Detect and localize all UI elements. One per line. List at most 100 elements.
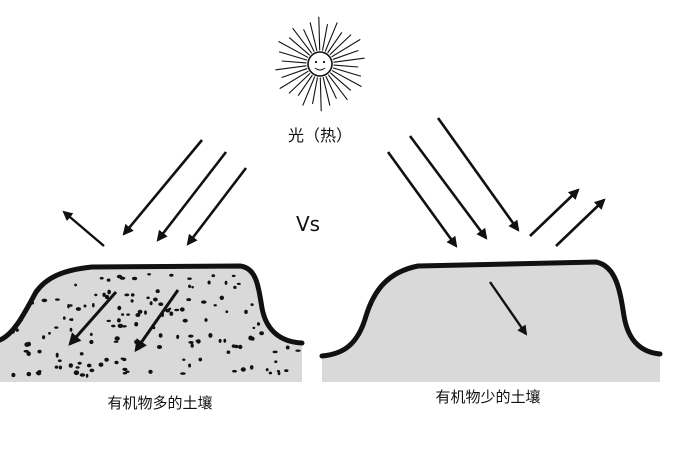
organic-dot [55,352,59,358]
organic-dot [137,309,143,314]
organic-dot [85,373,89,378]
organic-dot [238,344,243,350]
organic-dot [211,274,216,278]
organic-dot [26,371,32,377]
sun-ray [327,32,343,54]
organic-dot [117,323,124,328]
organic-dot [244,309,248,314]
sun-ray [275,65,307,71]
organic-dot [284,369,289,372]
organic-dot [250,303,254,306]
organic-dot [233,285,237,289]
organic-dot [285,345,290,350]
organic-dot [259,331,264,336]
organic-dot [179,307,185,312]
organic-dot [274,360,278,364]
organic-dot [144,310,147,315]
organic-dot [249,365,254,370]
organic-dot [124,293,130,297]
organic-dot [68,363,74,368]
organic-dot [248,335,253,341]
organic-dot [86,363,92,368]
sun-ray [333,64,359,68]
organic-dot [236,282,241,285]
organic-dot [69,327,73,332]
organic-dot [156,345,163,349]
organic-dot [204,318,208,322]
organic-dot [134,339,139,345]
organic-dot [79,352,84,356]
organic-dot [268,371,273,375]
organic-dot [104,294,110,300]
organic-dot [42,335,46,340]
organic-dot [67,304,70,309]
organic-dot [116,274,123,279]
organic-dot [219,295,224,300]
organic-dot [36,370,42,376]
organic-dot [186,298,192,302]
organic-dot [9,329,15,334]
right-soil-caption: 有机物少的土壤 [435,388,541,406]
organic-dot [114,336,120,341]
sun-ray [318,16,321,51]
right-incoming-light-arrows [386,117,520,248]
organic-dot [98,362,104,367]
sun-ray [331,70,362,87]
organic-dot [31,301,35,305]
organic-dot [106,319,111,323]
organic-dot [83,304,87,308]
organic-dot [92,303,95,308]
organic-dot [223,338,227,343]
organic-dot [240,367,246,372]
left-soil-caption: 有机物多的土壤 [107,394,213,412]
sun-ray [333,57,365,63]
sun-ray [288,73,311,94]
organic-dot [277,371,281,376]
organic-dot [77,361,82,365]
organic-dot [74,283,77,287]
sun-ray [297,74,313,96]
organic-dot [276,370,280,373]
organic-dot [295,349,301,352]
organic-dot [104,357,109,362]
sun-icon [275,16,365,112]
left-incoming-light-arrows [122,139,248,246]
sun-ray [288,37,310,56]
sun-ray [278,51,308,61]
organic-dot [57,359,62,363]
organic-dot [62,316,66,320]
organic-dot [117,318,121,323]
sun-ray [281,68,308,78]
organic-dot [187,277,192,280]
organic-dot [191,286,194,289]
organic-dot [130,293,135,297]
left-absorbed-light-arrows [68,289,180,353]
organic-dot [89,339,94,345]
organic-dot [54,326,59,329]
sun-ray [322,23,328,51]
organic-dot [218,338,222,343]
organic-dot [102,292,106,297]
organic-dot [19,319,23,322]
organic-dot [272,350,278,354]
sun-ray [331,39,361,58]
organic-dot [231,274,236,278]
organic-dot [75,366,80,369]
organic-dot [111,324,116,328]
organic-dot [41,298,48,303]
organic-dot [55,298,60,301]
versus-label: Vs [296,212,321,236]
right-reflected-light-arrows [529,188,606,247]
organic-dot [117,305,122,311]
organic-dot [272,330,276,334]
right-absorbed-light-arrow [489,281,528,336]
organic-dot [94,293,98,297]
organic-dot [126,313,130,316]
sun-ray [279,70,309,89]
organic-dot [174,308,180,312]
sun-ray [332,50,359,60]
organic-dot [69,304,73,307]
organic-dot [188,284,192,288]
sun-ray [278,41,309,58]
